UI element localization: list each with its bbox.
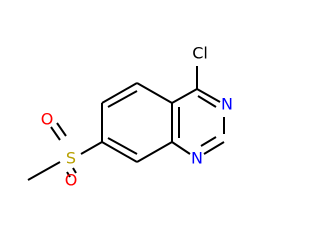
sulfur-atom: S	[66, 149, 76, 168]
bond-c8-c8a	[136, 141, 173, 163]
oxygen-atom-top: O	[41, 110, 54, 129]
bond-c4-n3	[196, 88, 221, 103]
bond-c5-c6-inner	[107, 90, 138, 108]
nitrogen-atom-1: N	[191, 149, 203, 168]
bond-c2-n1-inner	[200, 136, 217, 147]
bond-c2-n1	[203, 141, 225, 155]
bond-n1-c8a	[171, 141, 191, 155]
bond-c7-c8	[101, 141, 138, 163]
bond-c7-c8-inner	[107, 137, 138, 155]
bond-c4a-c5	[136, 82, 173, 104]
oxygen-atom-bottom: O	[65, 171, 78, 190]
quinazoline-structure: Cl N N S O O	[27, 44, 233, 190]
bond-c7-s	[80, 141, 103, 155]
bonds	[27, 66, 225, 181]
bond-s-o-bottom-inner	[72, 167, 77, 174]
bond-s-o-bottom	[66, 171, 71, 178]
bond-s-o-top	[50, 126, 61, 141]
bond-c4-n3-inner	[197, 95, 217, 108]
nitrogen-atom-3: N	[221, 95, 233, 114]
atom-labels: Cl N N S O O	[41, 44, 233, 190]
bond-s-o-top-inner	[56, 122, 67, 137]
bond-c5-c6	[101, 82, 138, 104]
bond-s-methyl	[27, 161, 61, 181]
chlorine-atom: Cl	[192, 44, 208, 63]
bond-c4a-c4	[171, 88, 198, 104]
